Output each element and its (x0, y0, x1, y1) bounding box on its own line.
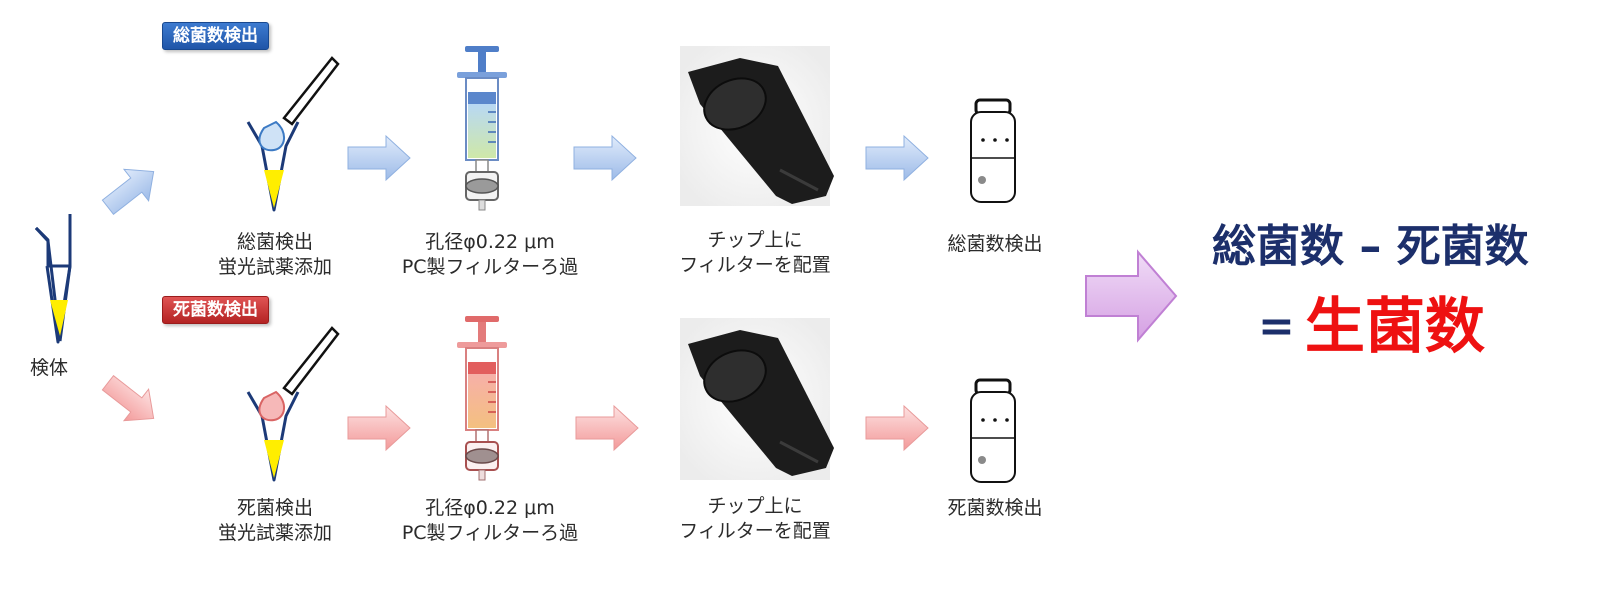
stain-tube-total (246, 56, 340, 212)
top-step1-line2: 蛍光試薬添加 (217, 256, 332, 278)
formula-equals: = (1258, 301, 1295, 352)
badge-dead-count: 死菌数検出 (162, 296, 269, 324)
arrow-top-2 (573, 134, 637, 182)
syringe-filter-dead (457, 316, 507, 481)
filter-chip-dead (680, 318, 834, 480)
arrow-top-3 (865, 134, 929, 182)
formula-line1: 総菌数 – 死菌数 (1212, 221, 1529, 272)
top-step4-label: 総菌数検出 (947, 233, 1043, 255)
bottom-step3-line2: フィルターを配置 (679, 520, 831, 542)
top-step1-line1: 総菌検出 (236, 231, 313, 253)
syringe-filter-total (457, 46, 507, 211)
badge-total-count: 総菌数検出 (162, 22, 269, 50)
arrow-bottom-2 (575, 404, 639, 452)
branch-arrow-total (101, 168, 155, 216)
bottom-step2-line2: PC製フィルターろ過 (401, 522, 579, 544)
branch-arrow-dead (101, 374, 155, 422)
top-step3-line2: フィルターを配置 (679, 254, 831, 276)
top-step2-line2: PC製フィルターろ過 (401, 256, 579, 278)
detector-device-total (970, 98, 1016, 203)
bottom-step2-line1: 孔径φ0.22 μm (425, 497, 555, 519)
arrow-bottom-3 (865, 404, 929, 452)
bottom-step2-label: 孔径φ0.22 μm PC製フィルターろ過 (385, 496, 595, 546)
bottom-step1-line2: 蛍光試薬添加 (217, 522, 332, 544)
formula-line2: =生菌数 (1258, 292, 1485, 362)
stain-tube-dead (246, 326, 340, 482)
arrow-top-1 (347, 134, 411, 182)
top-step2-label: 孔径φ0.22 μm PC製フィルターろ過 (385, 230, 595, 280)
arrow-bottom-1 (347, 404, 411, 452)
result-arrow (1085, 249, 1178, 343)
bottom-step3-line1: チップ上に (707, 495, 803, 517)
filter-chip-total (680, 46, 834, 206)
bottom-step1-line1: 死菌検出 (236, 497, 313, 519)
formula-result: 生菌数 (1304, 292, 1485, 362)
bottom-step1-label: 死菌検出 蛍光試薬添加 (190, 496, 360, 546)
bottom-step3-label: チップ上に フィルターを配置 (660, 494, 850, 544)
bottom-step4-label: 死菌数検出 (947, 497, 1043, 519)
top-step1-label: 総菌検出 蛍光試薬添加 (190, 230, 360, 280)
detector-device-dead (970, 378, 1016, 483)
top-step3-label: チップ上に フィルターを配置 (660, 228, 850, 278)
specimen-label: 検体 (29, 357, 68, 379)
top-step2-line1: 孔径φ0.22 μm (425, 231, 555, 253)
top-step3-line1: チップ上に (707, 229, 803, 251)
specimen-tube (34, 214, 72, 344)
